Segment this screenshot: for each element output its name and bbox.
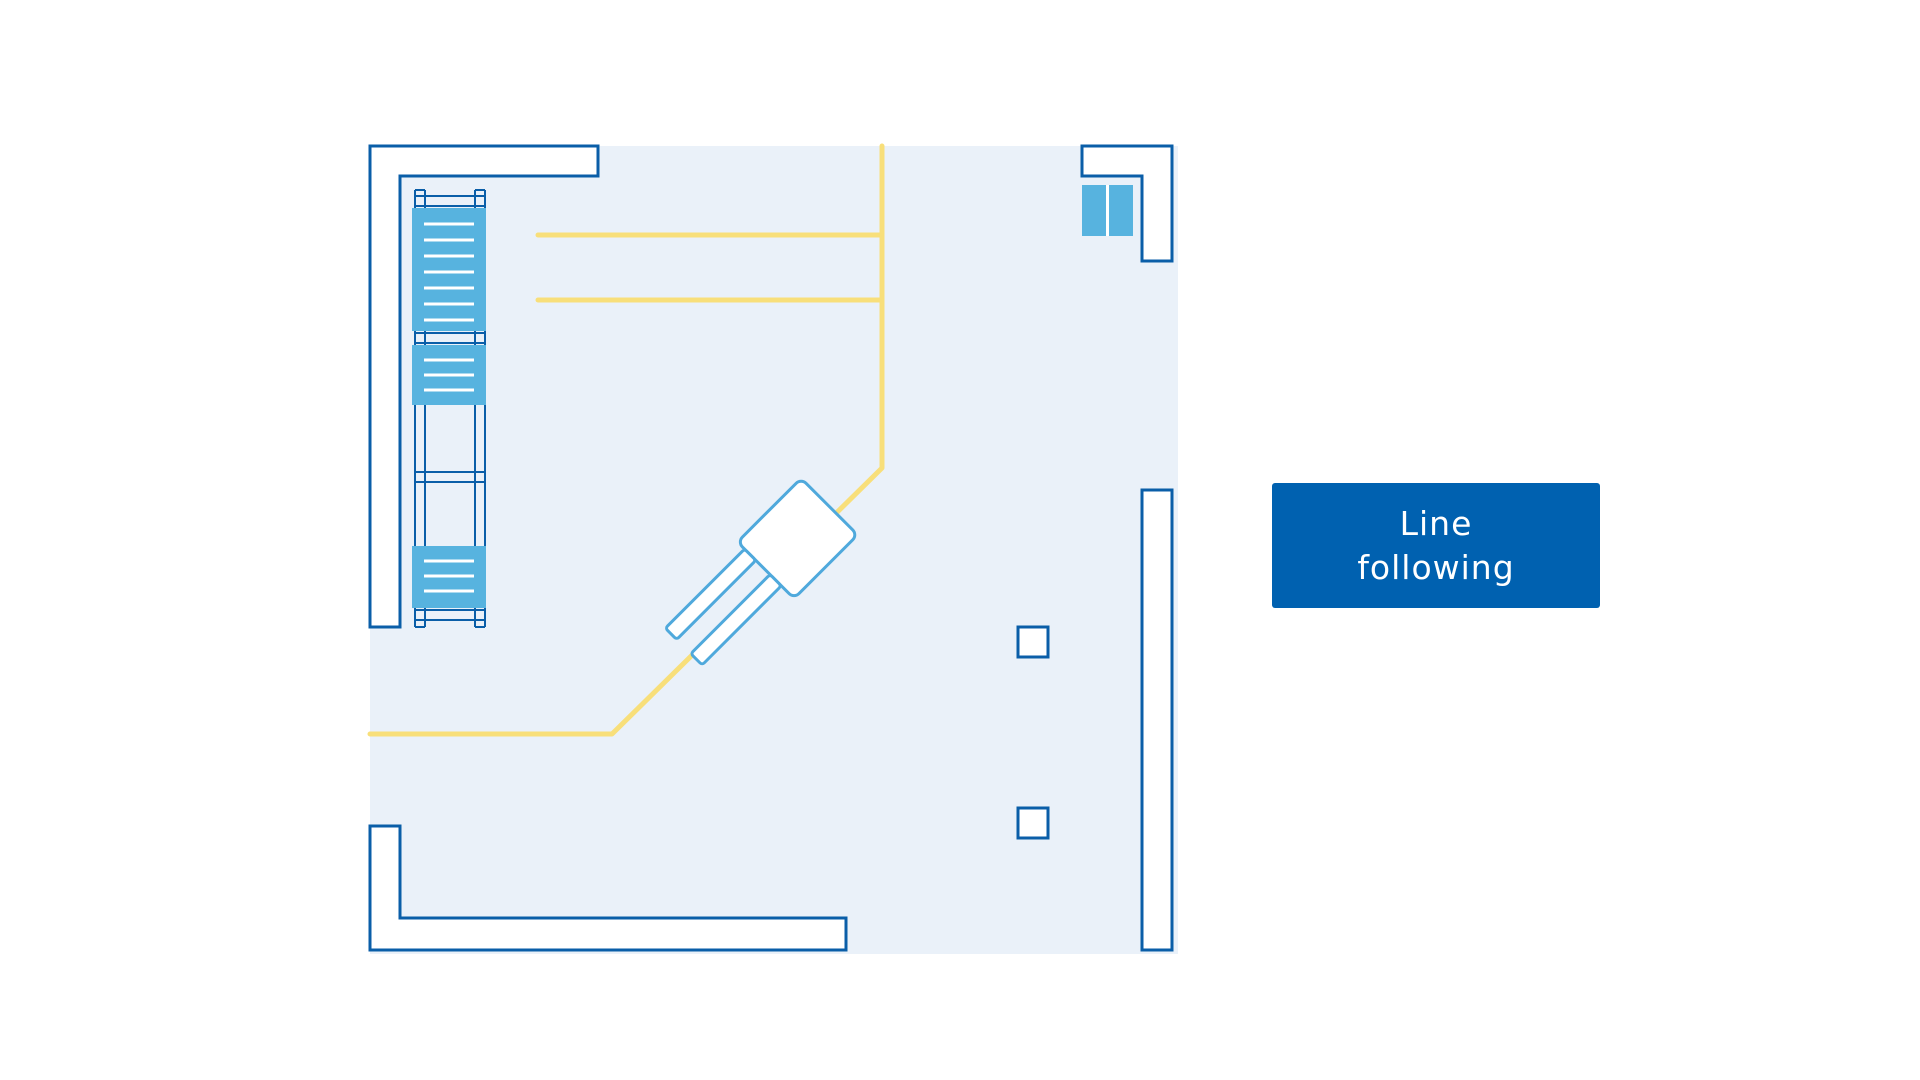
pallet-icon bbox=[412, 345, 486, 405]
agv-fork-right bbox=[690, 574, 782, 666]
pallet-icon bbox=[1082, 185, 1133, 236]
wall-top-right bbox=[1080, 144, 1174, 263]
walls bbox=[368, 144, 1174, 952]
agv-body bbox=[738, 479, 857, 598]
label-text: Line following bbox=[1357, 503, 1515, 587]
pallet-icon bbox=[412, 546, 486, 608]
wall-bottom-left bbox=[368, 824, 848, 952]
pallet-icon bbox=[412, 208, 486, 331]
line-following-label: Line following bbox=[1272, 483, 1600, 608]
rack-pallets bbox=[412, 208, 486, 608]
pillar-icon bbox=[1016, 625, 1050, 659]
wall-right bbox=[1140, 488, 1174, 952]
forklift-agv-icon bbox=[665, 479, 857, 666]
agv-fork-left bbox=[665, 548, 757, 640]
wall-top-left bbox=[368, 144, 600, 629]
pillar-icon bbox=[1016, 806, 1050, 840]
